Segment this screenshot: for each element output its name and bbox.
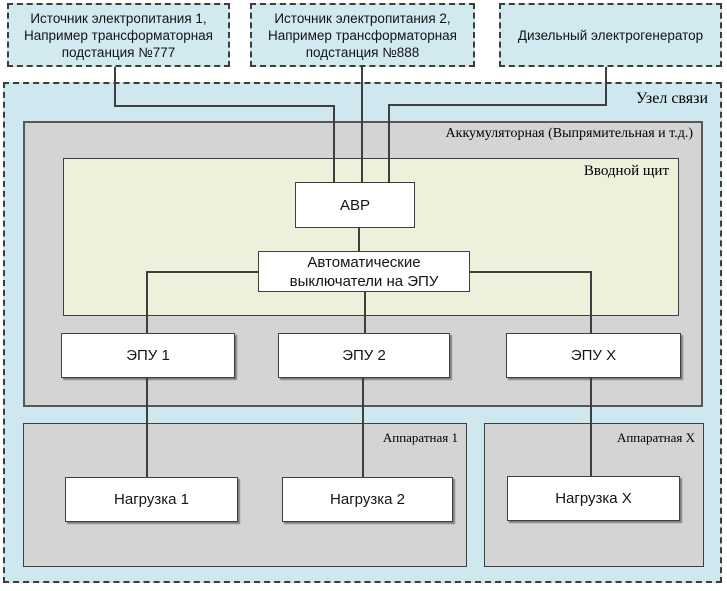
avr-box: АВР bbox=[295, 182, 415, 228]
hardware-room-1-label: Аппаратная 1 bbox=[382, 430, 458, 445]
wire-breakers-to-epux bbox=[590, 271, 592, 333]
load-x-box: Нагрузка X bbox=[507, 476, 680, 521]
hardware-room-1-container: Аппаратная 1 Нагрузка 1 Нагрузка 2 bbox=[23, 423, 467, 567]
power-source-2-box: Источник электропитания 2, Например тран… bbox=[250, 3, 475, 67]
communication-node-label: Узел связи bbox=[635, 90, 708, 107]
load-1-box: Нагрузка 1 bbox=[65, 477, 238, 522]
battery-room-container: Аккумуляторная (Выпрямительная и т.д.) В… bbox=[23, 121, 703, 407]
wire-diesel-horizontal bbox=[388, 104, 607, 106]
wire-source1-horizontal bbox=[114, 105, 334, 107]
wire-breakers-to-epu1 bbox=[146, 271, 148, 333]
wire-source1-to-avr bbox=[333, 105, 335, 182]
wire-source1-drop bbox=[114, 67, 116, 106]
wire-diesel-to-avr bbox=[388, 104, 390, 182]
epu-1-box: ЭПУ 1 bbox=[61, 333, 235, 378]
wire-avr-to-breakers bbox=[358, 228, 360, 251]
wire-breakers-left-horizontal bbox=[146, 271, 258, 273]
wire-breakers-to-epu2 bbox=[364, 292, 366, 333]
diesel-generator-box: Дизельный электрогенератор bbox=[499, 3, 722, 67]
battery-room-label: Аккумуляторная (Выпрямительная и т.д.) bbox=[445, 126, 693, 141]
hardware-room-x-container: Аппаратная X Нагрузка X bbox=[484, 423, 704, 567]
input-panel-label: Вводной щит bbox=[583, 163, 669, 179]
input-panel-container: Вводной щит АВР Автоматические выключате… bbox=[63, 158, 679, 316]
wire-breakers-right-horizontal bbox=[470, 271, 591, 273]
wire-epu1-to-load1 bbox=[146, 378, 148, 477]
hardware-room-x-label: Аппаратная X bbox=[616, 430, 695, 445]
communication-node-container: Узел связи Аккумуляторная (Выпрямительна… bbox=[3, 82, 722, 583]
breakers-box: Автоматические выключатели на ЭПУ bbox=[258, 251, 470, 292]
load-2-box: Нагрузка 2 bbox=[282, 477, 453, 522]
wire-epu2-to-load2 bbox=[362, 378, 364, 477]
power-source-1-box: Источник электропитания 1, Например тран… bbox=[7, 3, 230, 67]
epu-x-box: ЭПУ X bbox=[506, 333, 681, 378]
wire-source2-to-avr bbox=[361, 67, 363, 182]
wire-epux-to-loadx bbox=[590, 378, 592, 476]
wire-diesel-drop bbox=[605, 67, 607, 105]
epu-2-box: ЭПУ 2 bbox=[278, 333, 450, 378]
